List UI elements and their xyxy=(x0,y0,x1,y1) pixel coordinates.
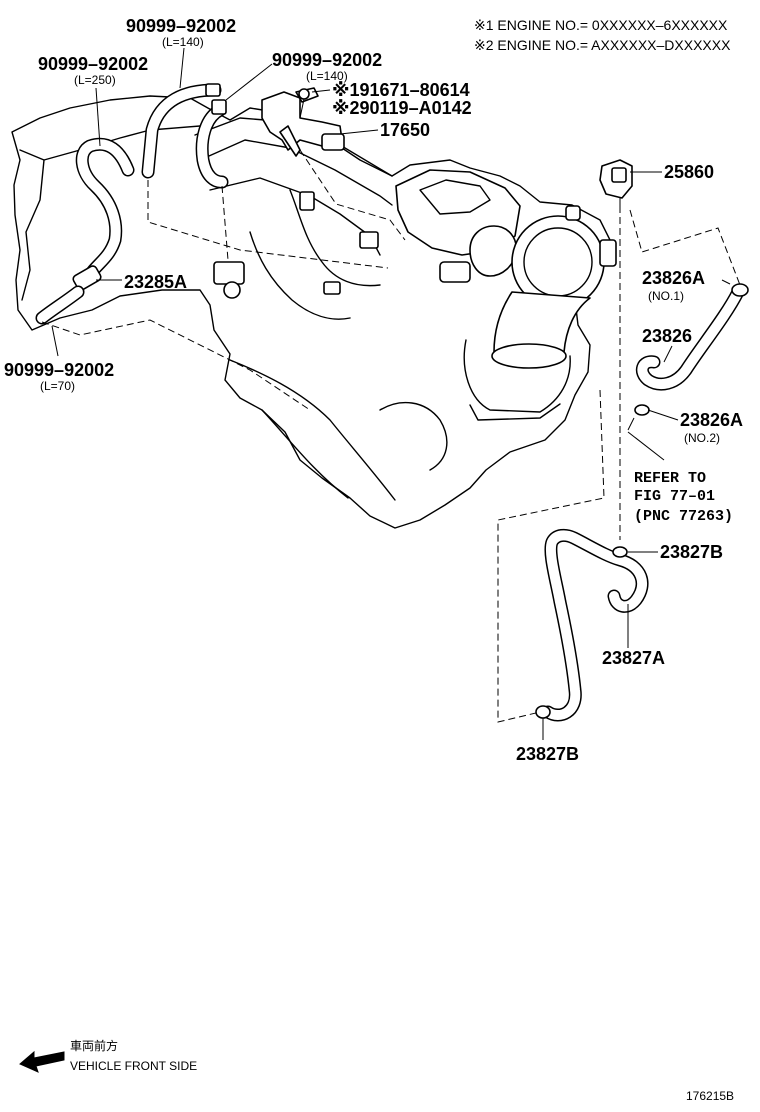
label-hose-left-length: (L=250) xyxy=(74,73,116,87)
route-vsv-to-23826 xyxy=(629,209,741,286)
refer-line-1: REFER TO xyxy=(634,470,706,487)
vsv-25860-port xyxy=(611,167,627,183)
label-23826a-no2: 23826A xyxy=(680,410,743,430)
vsv-assembly-25860 xyxy=(599,159,633,206)
manifold-port xyxy=(213,261,245,285)
front-label-en: VEHICLE FRONT SIDE xyxy=(70,1059,197,1073)
label-23827b-top: 23827B xyxy=(660,542,723,562)
labels: ※1 ENGINE NO.= 0XXXXXX–6XXXXXX ※2 ENGINE… xyxy=(4,16,743,764)
engine-assembly xyxy=(11,95,617,529)
hose-group-top xyxy=(35,83,229,325)
crankcase-edge xyxy=(229,359,396,501)
refer-line-2: FIG 77–01 xyxy=(634,488,715,505)
turbo-housing-lip xyxy=(469,403,561,421)
label-hose-bottom-length: (L=70) xyxy=(40,379,75,393)
hose-clip xyxy=(205,83,221,97)
clamp-23827b-top xyxy=(612,546,628,558)
label-23285a: 23285A xyxy=(124,272,187,292)
bolt-shaft xyxy=(299,98,305,119)
routing-lines xyxy=(41,149,741,723)
duct-nipple xyxy=(565,205,581,221)
turbo-housing xyxy=(463,339,571,413)
front-label-jp: 車両前方 xyxy=(70,1038,118,1053)
label-23826: 23826 xyxy=(642,326,692,346)
cylinder-head-edge xyxy=(209,177,381,256)
clamp-23826a-no1 xyxy=(731,283,749,297)
intake-runner xyxy=(289,189,381,287)
vsv-assembly-17650 xyxy=(261,87,345,157)
engine-note-2: ※2 ENGINE NO.= AXXXXXX–DXXXXXX xyxy=(474,37,731,53)
clamp-23826a-no2 xyxy=(634,404,650,416)
air-intake-port xyxy=(419,179,491,215)
label-hose-top-length: (L=140) xyxy=(162,35,204,49)
engine-note-1: ※1 ENGINE NO.= 0XXXXXX–6XXXXXX xyxy=(474,17,728,33)
label-23826a-no1: 23826A xyxy=(642,268,705,288)
hose-group-right xyxy=(535,283,749,722)
intake-duct-end xyxy=(491,343,567,369)
label-hose-top-part: 90999–92002 xyxy=(126,16,236,36)
leader-lines xyxy=(51,47,731,740)
label-hose-left-part: 90999–92002 xyxy=(38,54,148,74)
duct-nipple xyxy=(599,239,617,267)
front-arrow-icon xyxy=(19,1050,65,1073)
route-right-hose xyxy=(221,185,229,261)
label-17650: 17650 xyxy=(380,120,430,140)
label-hose-right-length: (L=140) xyxy=(306,69,348,83)
footer: 車両前方 VEHICLE FRONT SIDE 176215B xyxy=(19,1038,734,1103)
label-bolt-2: ※290119–A0142 xyxy=(332,98,472,118)
hose-clip xyxy=(211,99,227,115)
vsv-bracket xyxy=(279,125,301,157)
clamp-23827b-bottom xyxy=(535,705,551,719)
intake-duct-pipe xyxy=(493,291,591,353)
transmission-ridge xyxy=(43,125,201,161)
sensor-bracket xyxy=(439,261,471,283)
label-23827b-bottom: 23827B xyxy=(516,744,579,764)
manifold-port xyxy=(299,191,315,211)
refer-line-3: (PNC 77263) xyxy=(634,508,733,525)
label-23827a: 23827A xyxy=(602,648,665,668)
bolt-head xyxy=(298,88,310,100)
route-engine-to-23827 xyxy=(497,389,605,723)
label-23826a-no1-sub: (NO.1) xyxy=(648,289,684,303)
label-25860: 25860 xyxy=(664,162,714,182)
figure-code: 176215B xyxy=(686,1089,734,1103)
vsv-connector xyxy=(321,133,345,151)
manifold-port xyxy=(323,281,341,295)
crankcase-edge xyxy=(379,401,448,471)
route-l70 xyxy=(41,319,311,411)
label-bolt-1: ※191671–80614 xyxy=(332,80,470,100)
label-hose-bottom-part: 90999–92002 xyxy=(4,360,114,380)
throttle-elbow xyxy=(469,225,518,277)
valve-cover-edge xyxy=(199,139,393,206)
filter-23285a xyxy=(72,265,102,291)
intake-runner xyxy=(249,231,351,320)
label-23826a-no2-sub: (NO.2) xyxy=(684,431,720,445)
crankcase-edge xyxy=(261,409,349,499)
manifold-port xyxy=(359,231,379,249)
route-vsv xyxy=(299,149,406,241)
route-top-hose xyxy=(147,180,389,269)
label-hose-right-part: 90999–92002 xyxy=(272,50,382,70)
manifold-port-cap xyxy=(223,281,241,299)
transmission-ridge xyxy=(19,149,45,301)
